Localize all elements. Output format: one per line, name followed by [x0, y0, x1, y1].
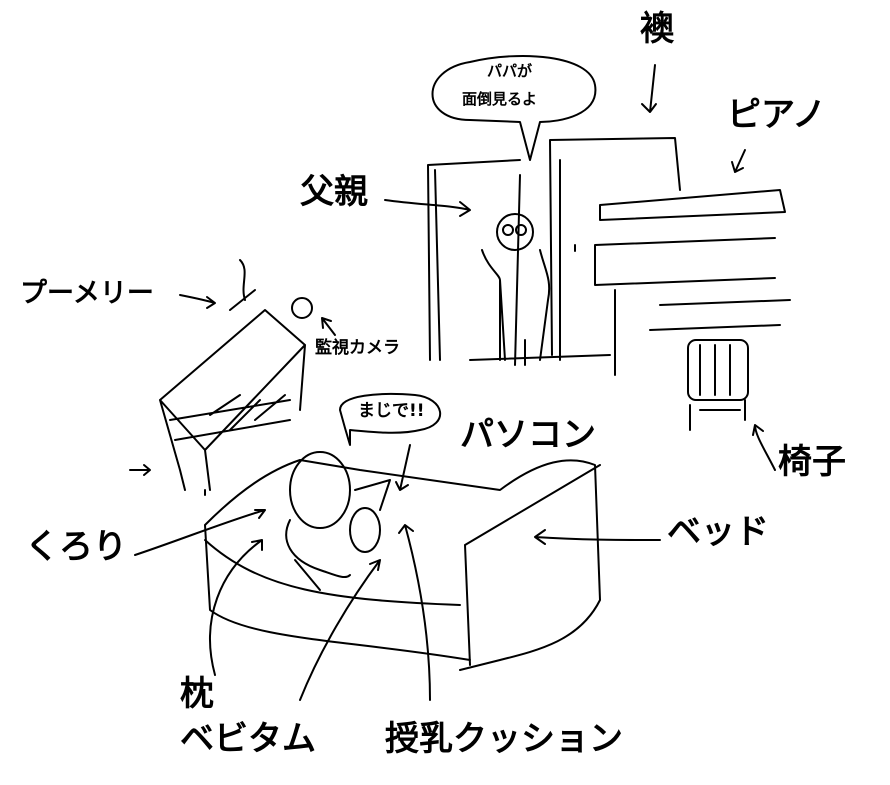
label-chair: 椅子: [778, 442, 846, 482]
speech-papa-line2: 面倒見るよ: [462, 90, 538, 108]
mother-figure: [285, 451, 391, 591]
label-kurori: くろり: [25, 527, 127, 567]
label-bed: ベッド: [667, 512, 769, 552]
label-mobile: プーメリー: [20, 278, 154, 309]
speech-majide: まじで!!: [358, 401, 425, 421]
speech-bubble-majide: [339, 392, 441, 446]
crib: [159, 259, 313, 496]
label-piano: ピアノ: [727, 95, 826, 135]
speech-papa-line1: パパが: [487, 62, 533, 80]
label-camera: 監視カメラ: [315, 338, 400, 358]
piano: [594, 189, 791, 376]
bed: [204, 459, 601, 671]
label-baby: ベビタム: [180, 719, 316, 759]
speech-bubble-papa: [431, 54, 597, 161]
label-fusuma: 襖: [640, 9, 674, 49]
label-father: 父親: [300, 172, 368, 212]
fusuma-doors: [427, 137, 681, 366]
father-figure: [481, 213, 551, 366]
label-nursing-cushion: 授乳クッション: [385, 719, 623, 759]
label-pillow: 枕: [180, 674, 214, 714]
label-pc: パソコン: [460, 415, 596, 455]
chair: [687, 339, 749, 431]
